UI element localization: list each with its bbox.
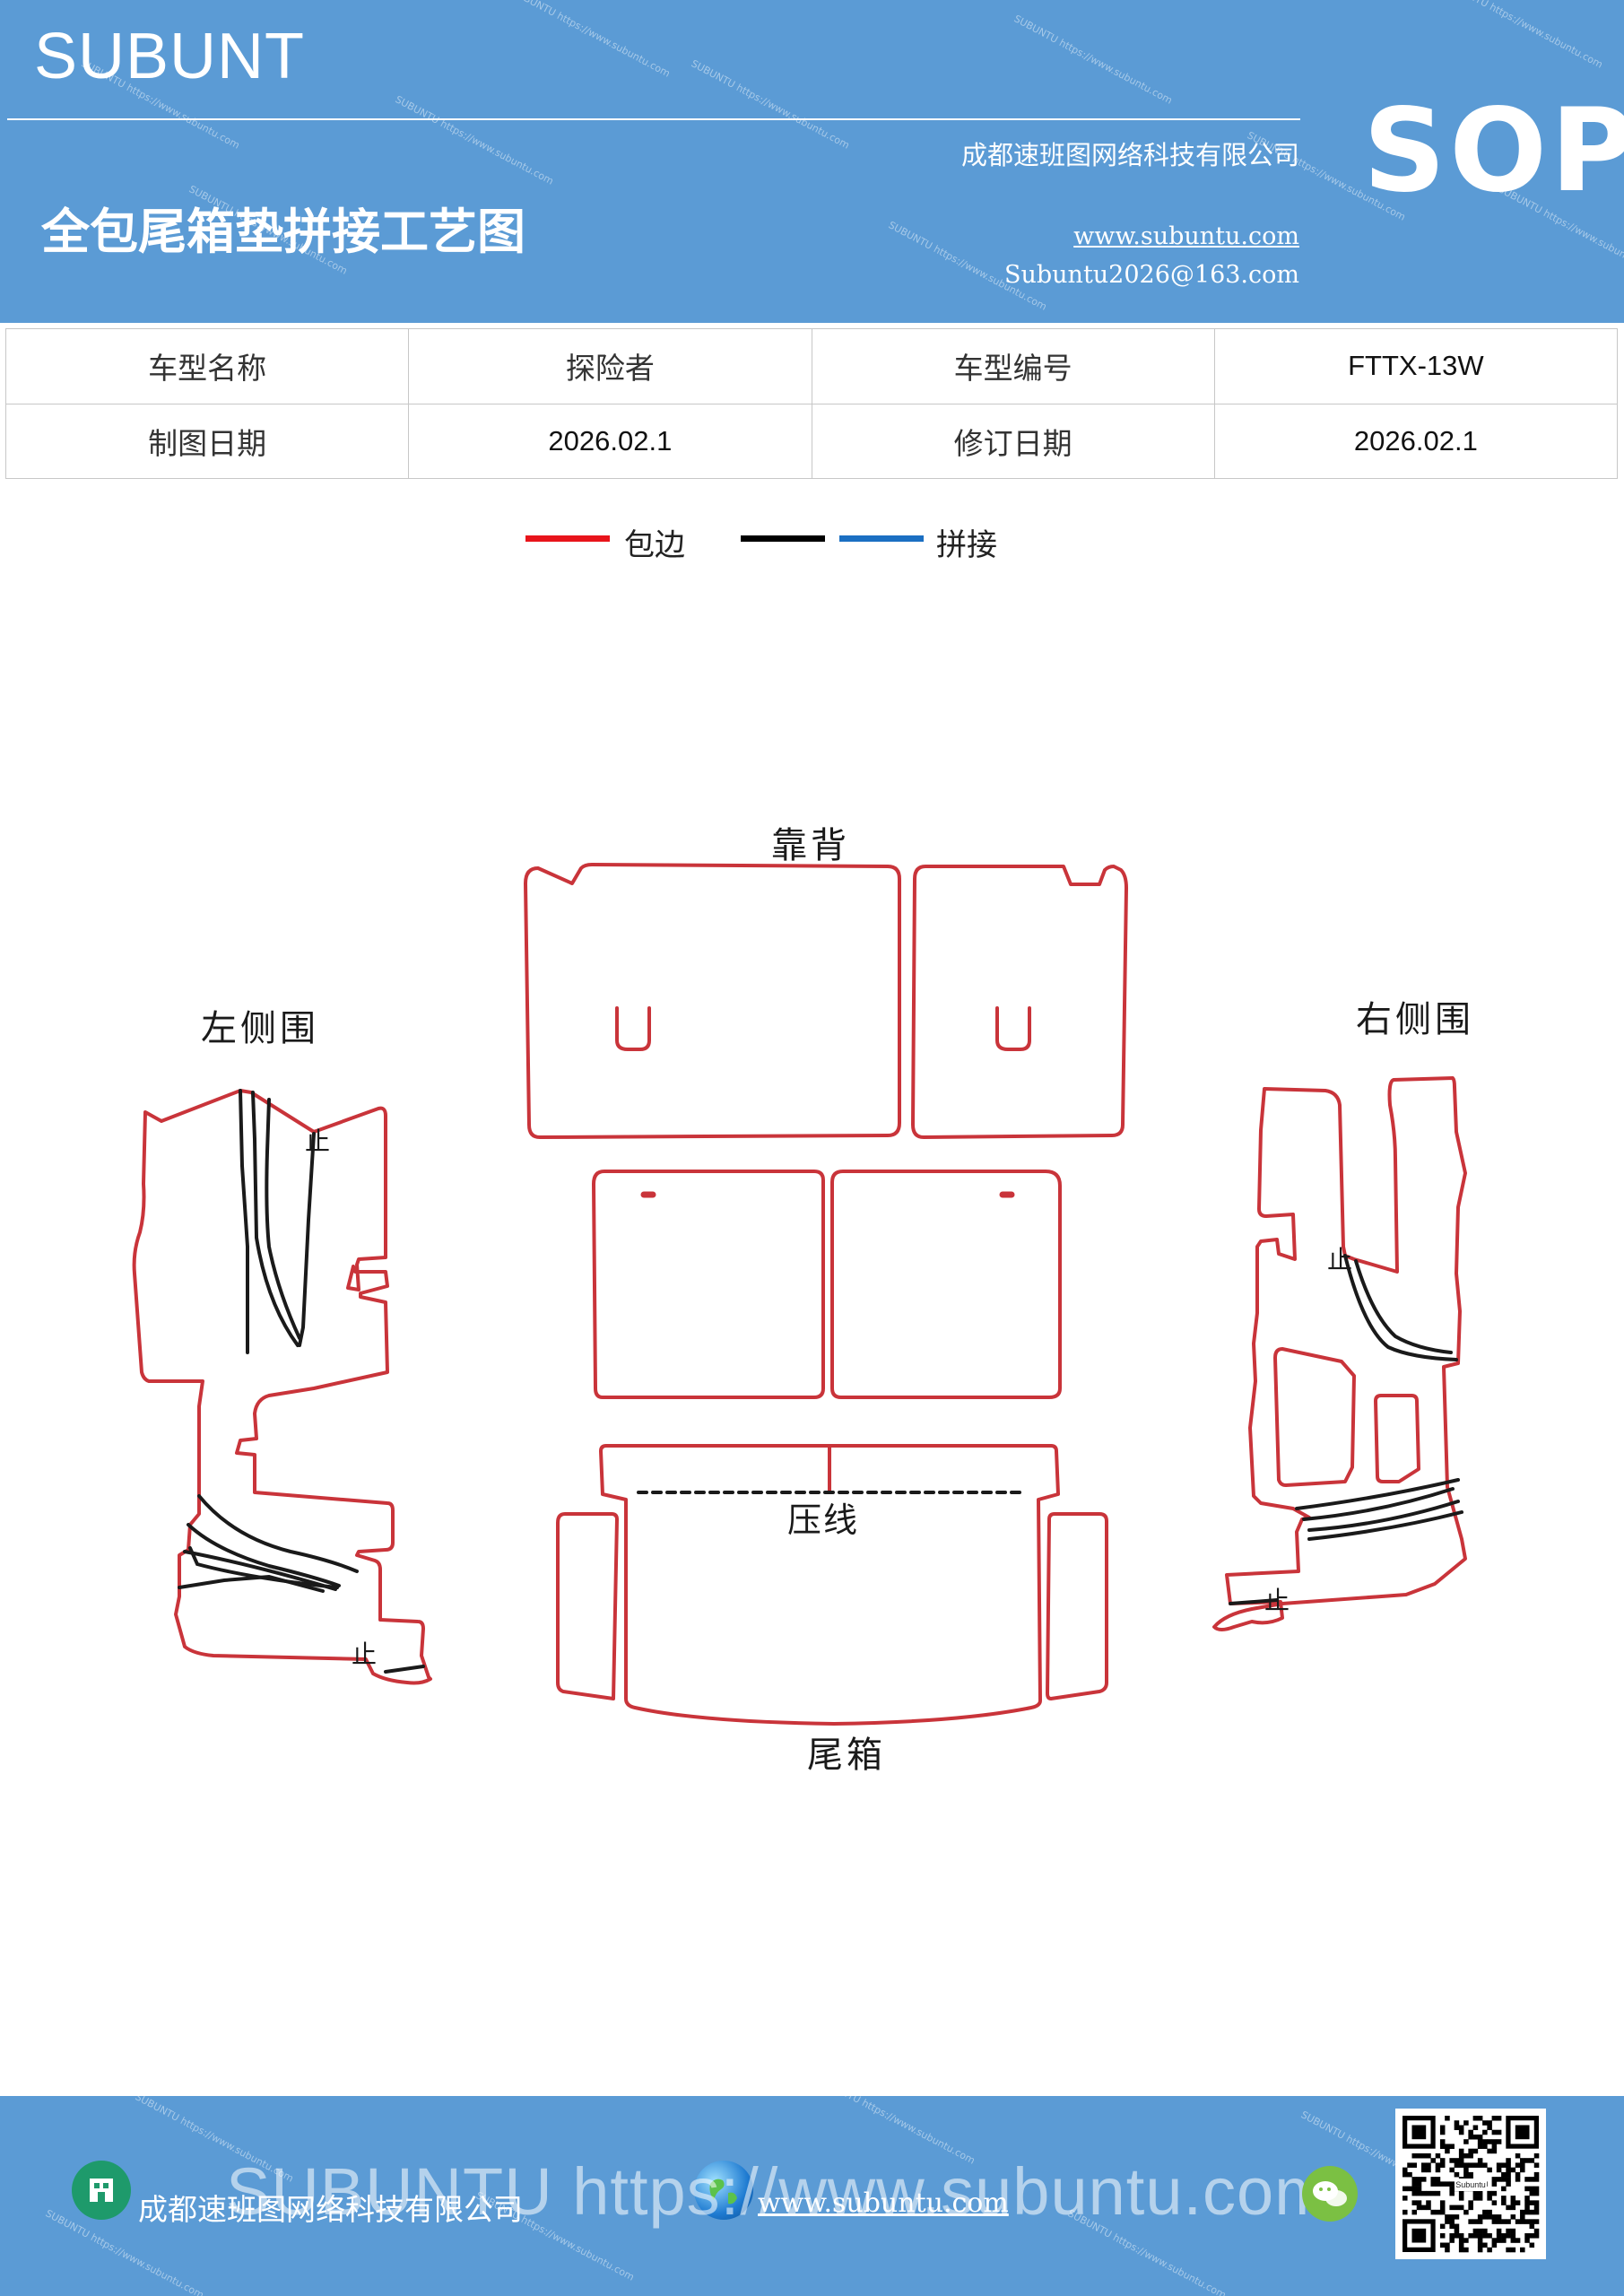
- middle-left-panel: [592, 1170, 825, 1399]
- backrest-left-cutout: [615, 1006, 651, 1051]
- brand-name: SUBUNT: [34, 21, 306, 92]
- footer-banner: SUBUNTU https://www.subuntu.com SUBUNTU …: [0, 2096, 1624, 2296]
- trunk-left-flap: [556, 1512, 619, 1700]
- header-banner: SUBUNTU https://www.subuntu.com SUBUNTU …: [0, 0, 1624, 323]
- globe-icon: [694, 2161, 753, 2220]
- backrest-right-cutout: [995, 1006, 1031, 1051]
- line-legend: 包边 拼接: [520, 520, 1148, 574]
- qr-caption: Subuntu: [1455, 2179, 1487, 2191]
- value-model-code: FTTX-13W: [1213, 328, 1619, 404]
- trunk-mat-diagram: 靠背 左侧围 右侧围 压线 尾箱 止 止 止 止: [132, 825, 1474, 1776]
- left-seam-2: [251, 1091, 300, 1347]
- left-seam-6: [187, 1523, 341, 1587]
- middle-right-panel: [830, 1170, 1062, 1399]
- left-side-upper-panel: [132, 1089, 432, 1685]
- left-seam-4: [298, 1132, 316, 1347]
- table-row: 车型名称 探险者 车型编号 FTTX-13W: [4, 328, 1619, 404]
- trunk-right-flap: [1046, 1512, 1108, 1700]
- right-side-inner-cutout: [1273, 1347, 1356, 1487]
- label-press-line: 压线: [787, 1500, 859, 1540]
- label-model-name: 车型名称: [4, 328, 410, 404]
- label-stop-right-upper: 止: [1327, 1245, 1352, 1274]
- label-trunk: 尾箱: [807, 1735, 886, 1776]
- legend-label-splice: 拼接: [936, 527, 997, 563]
- label-draw-date: 制图日期: [4, 403, 410, 479]
- website-link[interactable]: www.subuntu.com: [1073, 222, 1299, 250]
- left-seam-5: [197, 1494, 359, 1573]
- legend-swatch-blue: [839, 535, 924, 542]
- label-stop-right-lower: 止: [1264, 1586, 1290, 1615]
- legend-label-edge: 包边: [624, 527, 685, 563]
- trunk-top-strip: [599, 1444, 1060, 1726]
- building-icon: [72, 2161, 131, 2220]
- footer-company-name: 成都速班图网络科技有限公司: [138, 2192, 523, 2227]
- sop-badge: SOP: [1363, 84, 1624, 218]
- right-seam-4: [1302, 1487, 1455, 1521]
- right-seam-1: [1343, 1254, 1458, 1361]
- value-draw-date: 2026.02.1: [408, 403, 812, 479]
- left-seam-3: [265, 1098, 301, 1340]
- table-row: 制图日期 2026.02.1 修订日期 2026.02.1: [4, 403, 1619, 479]
- header-divider: [7, 118, 1300, 120]
- footer-watermark: SUBUNTU https://www.subuntu.com: [226, 2154, 1331, 2229]
- company-name: 成都速班图网络科技有限公司: [960, 140, 1299, 170]
- vehicle-info-table: 车型名称 探险者 车型编号 FTTX-13W 制图日期 2026.02.1 修订…: [4, 328, 1619, 479]
- label-model-code: 车型编号: [811, 328, 1215, 404]
- label-right-side: 右侧围: [1356, 999, 1474, 1040]
- email-address: Subuntu2026@163.com: [1004, 261, 1299, 289]
- right-side-upper-panel: [1212, 1076, 1467, 1631]
- right-side-small-cutout: [1374, 1394, 1420, 1483]
- left-seam-1: [239, 1089, 249, 1354]
- value-revision-date: 2026.02.1: [1213, 403, 1619, 479]
- left-seam-9: [178, 1574, 325, 1593]
- wechat-icon: [1302, 2166, 1358, 2222]
- right-seam-5: [1307, 1500, 1460, 1532]
- label-left-side: 左侧围: [201, 1008, 319, 1049]
- qr-code[interactable]: [1395, 2109, 1546, 2259]
- value-model-name: 探险者: [408, 328, 812, 404]
- right-seam-7: [1229, 1598, 1279, 1605]
- label-revision-date: 修订日期: [811, 403, 1215, 479]
- label-stop-left-lower: 止: [352, 1639, 377, 1669]
- backrest-left-panel: [524, 863, 901, 1139]
- legend-swatch-black: [741, 535, 825, 542]
- document-title: 全包尾箱垫拼接工艺图: [41, 203, 525, 260]
- legend-swatch-red: [525, 535, 610, 542]
- right-seam-3: [1295, 1478, 1460, 1510]
- label-stop-left-upper: 止: [305, 1126, 330, 1156]
- right-seam-2: [1354, 1259, 1453, 1354]
- right-seam-6: [1307, 1510, 1463, 1541]
- left-seam-8: [183, 1550, 337, 1591]
- left-seam-10: [384, 1665, 425, 1674]
- backrest-right-panel: [911, 865, 1128, 1139]
- label-backrest: 靠背: [771, 825, 850, 866]
- footer-website-link[interactable]: www.subuntu.com: [758, 2187, 1009, 2219]
